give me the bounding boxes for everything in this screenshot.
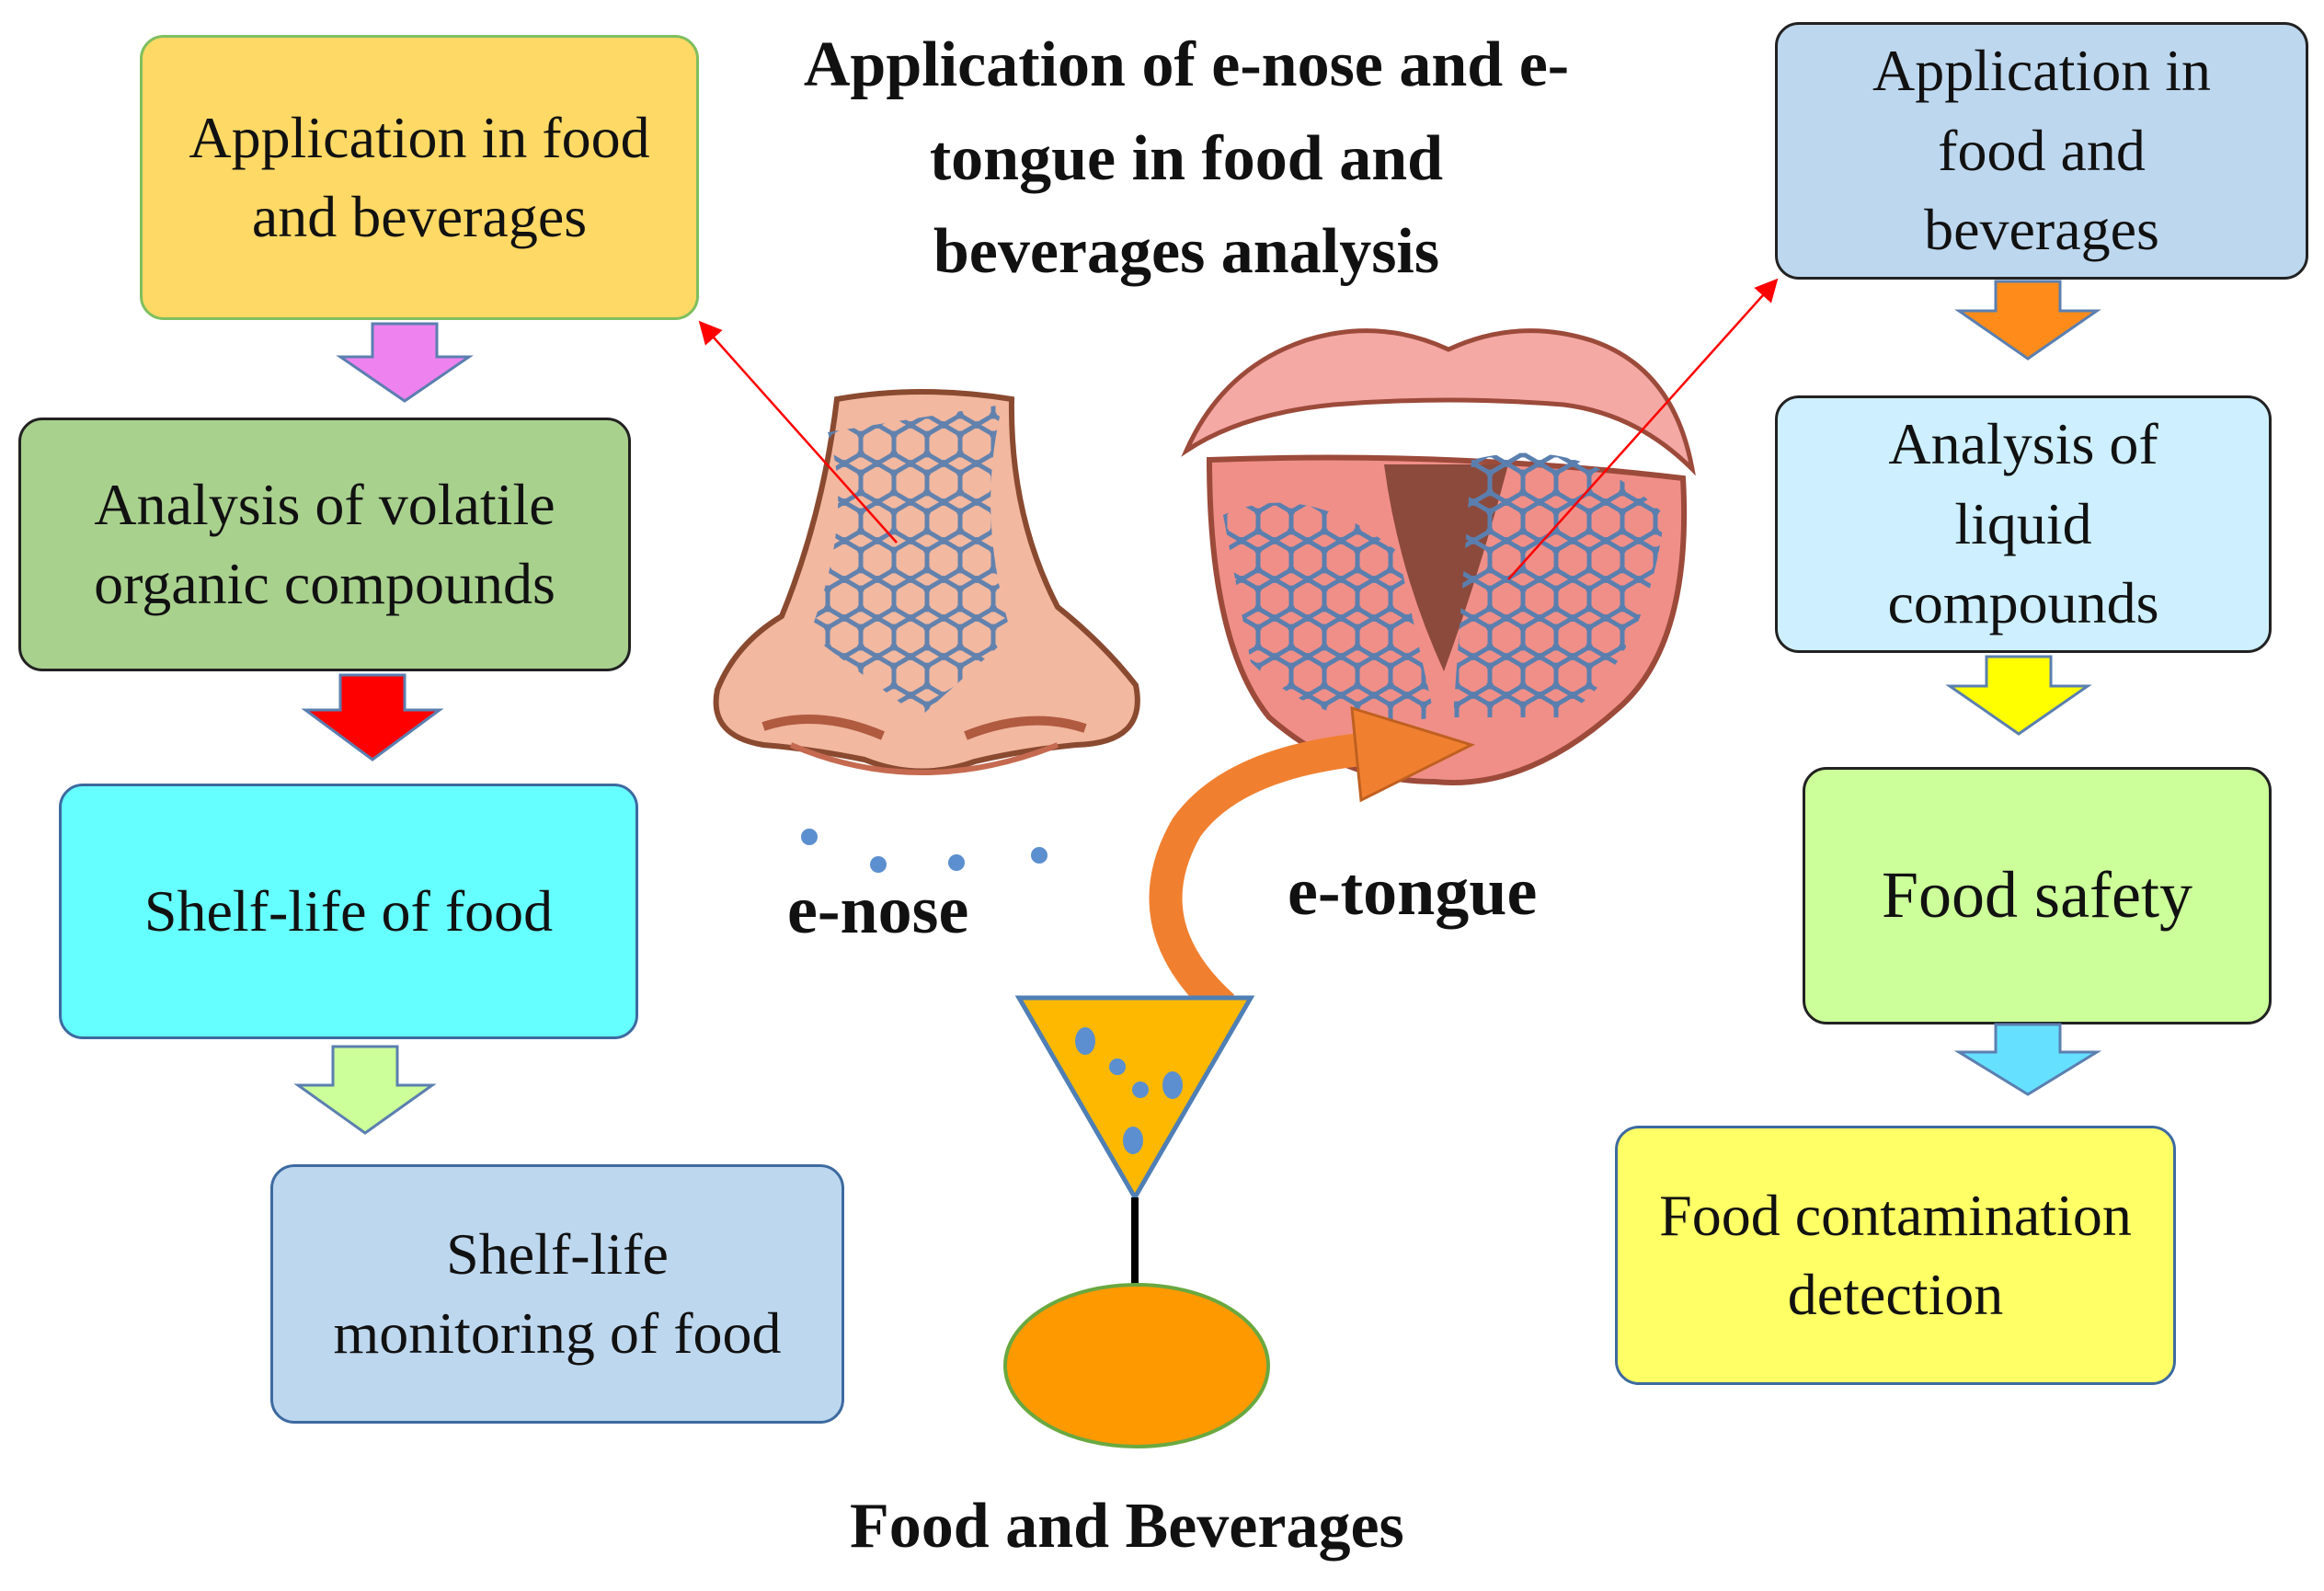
page-title: Application of e-nose and e-tongue in fo… [803,29,1570,287]
left-down-arrow-1 [336,322,474,403]
curved-arrow [1149,705,1476,1020]
left-down-arrow-3 [293,1045,437,1135]
right-down-arrow-2 [1945,655,2092,736]
pointer-line-nose [698,320,898,544]
pointer-line-tongue [1507,278,1779,580]
right-box-liquid-analysis: Analysis of liquid compounds [1775,395,2272,653]
left-box-application: Application in food and beverages [140,35,699,320]
tongue-illustration [1206,452,1688,785]
right-box-application: Application in food and beverages [1775,22,2308,280]
odor-dots [801,829,1048,873]
left-box-voc-analysis: Analysis of volatile organic compounds [18,418,631,671]
food-and-beverages-label: Food and Beverages [850,1491,1404,1562]
left-down-arrow-2 [301,673,444,761]
funnel-illustration [1014,995,1255,1202]
right-box-contamination: Food contamination detection [1615,1126,2176,1385]
right-box-application-label: Application in food and beverages [1872,38,2211,263]
food-blob [1003,1283,1270,1448]
left-box-shelf-life-monitoring-label: Shelf-life monitoring of food [333,1220,782,1366]
right-box-food-safety: Food safety [1803,767,2272,1024]
nose-illustration [713,389,1140,775]
right-box-contamination-label: Food contamination detection [1659,1182,2132,1327]
lips-illustration [1181,328,1696,476]
right-down-arrow-3 [1953,1023,2102,1096]
left-box-shelf-life-monitoring: Shelf-life monitoring of food [270,1164,844,1424]
left-box-application-label: Application in food and beverages [189,104,650,249]
left-box-shelf-life-label: Shelf-life of food [143,877,554,944]
enose-label: e-nose [787,873,969,948]
right-box-food-safety-label: Food safety [1882,858,2192,933]
right-box-liquid-analysis-label: Analysis of liquid compounds [1887,411,2159,636]
etongue-label: e-tongue [1288,854,1538,930]
left-box-voc-analysis-label: Analysis of volatile organic compounds [94,471,555,616]
right-down-arrow-1 [1954,280,2101,361]
left-box-shelf-life: Shelf-life of food [59,784,638,1039]
